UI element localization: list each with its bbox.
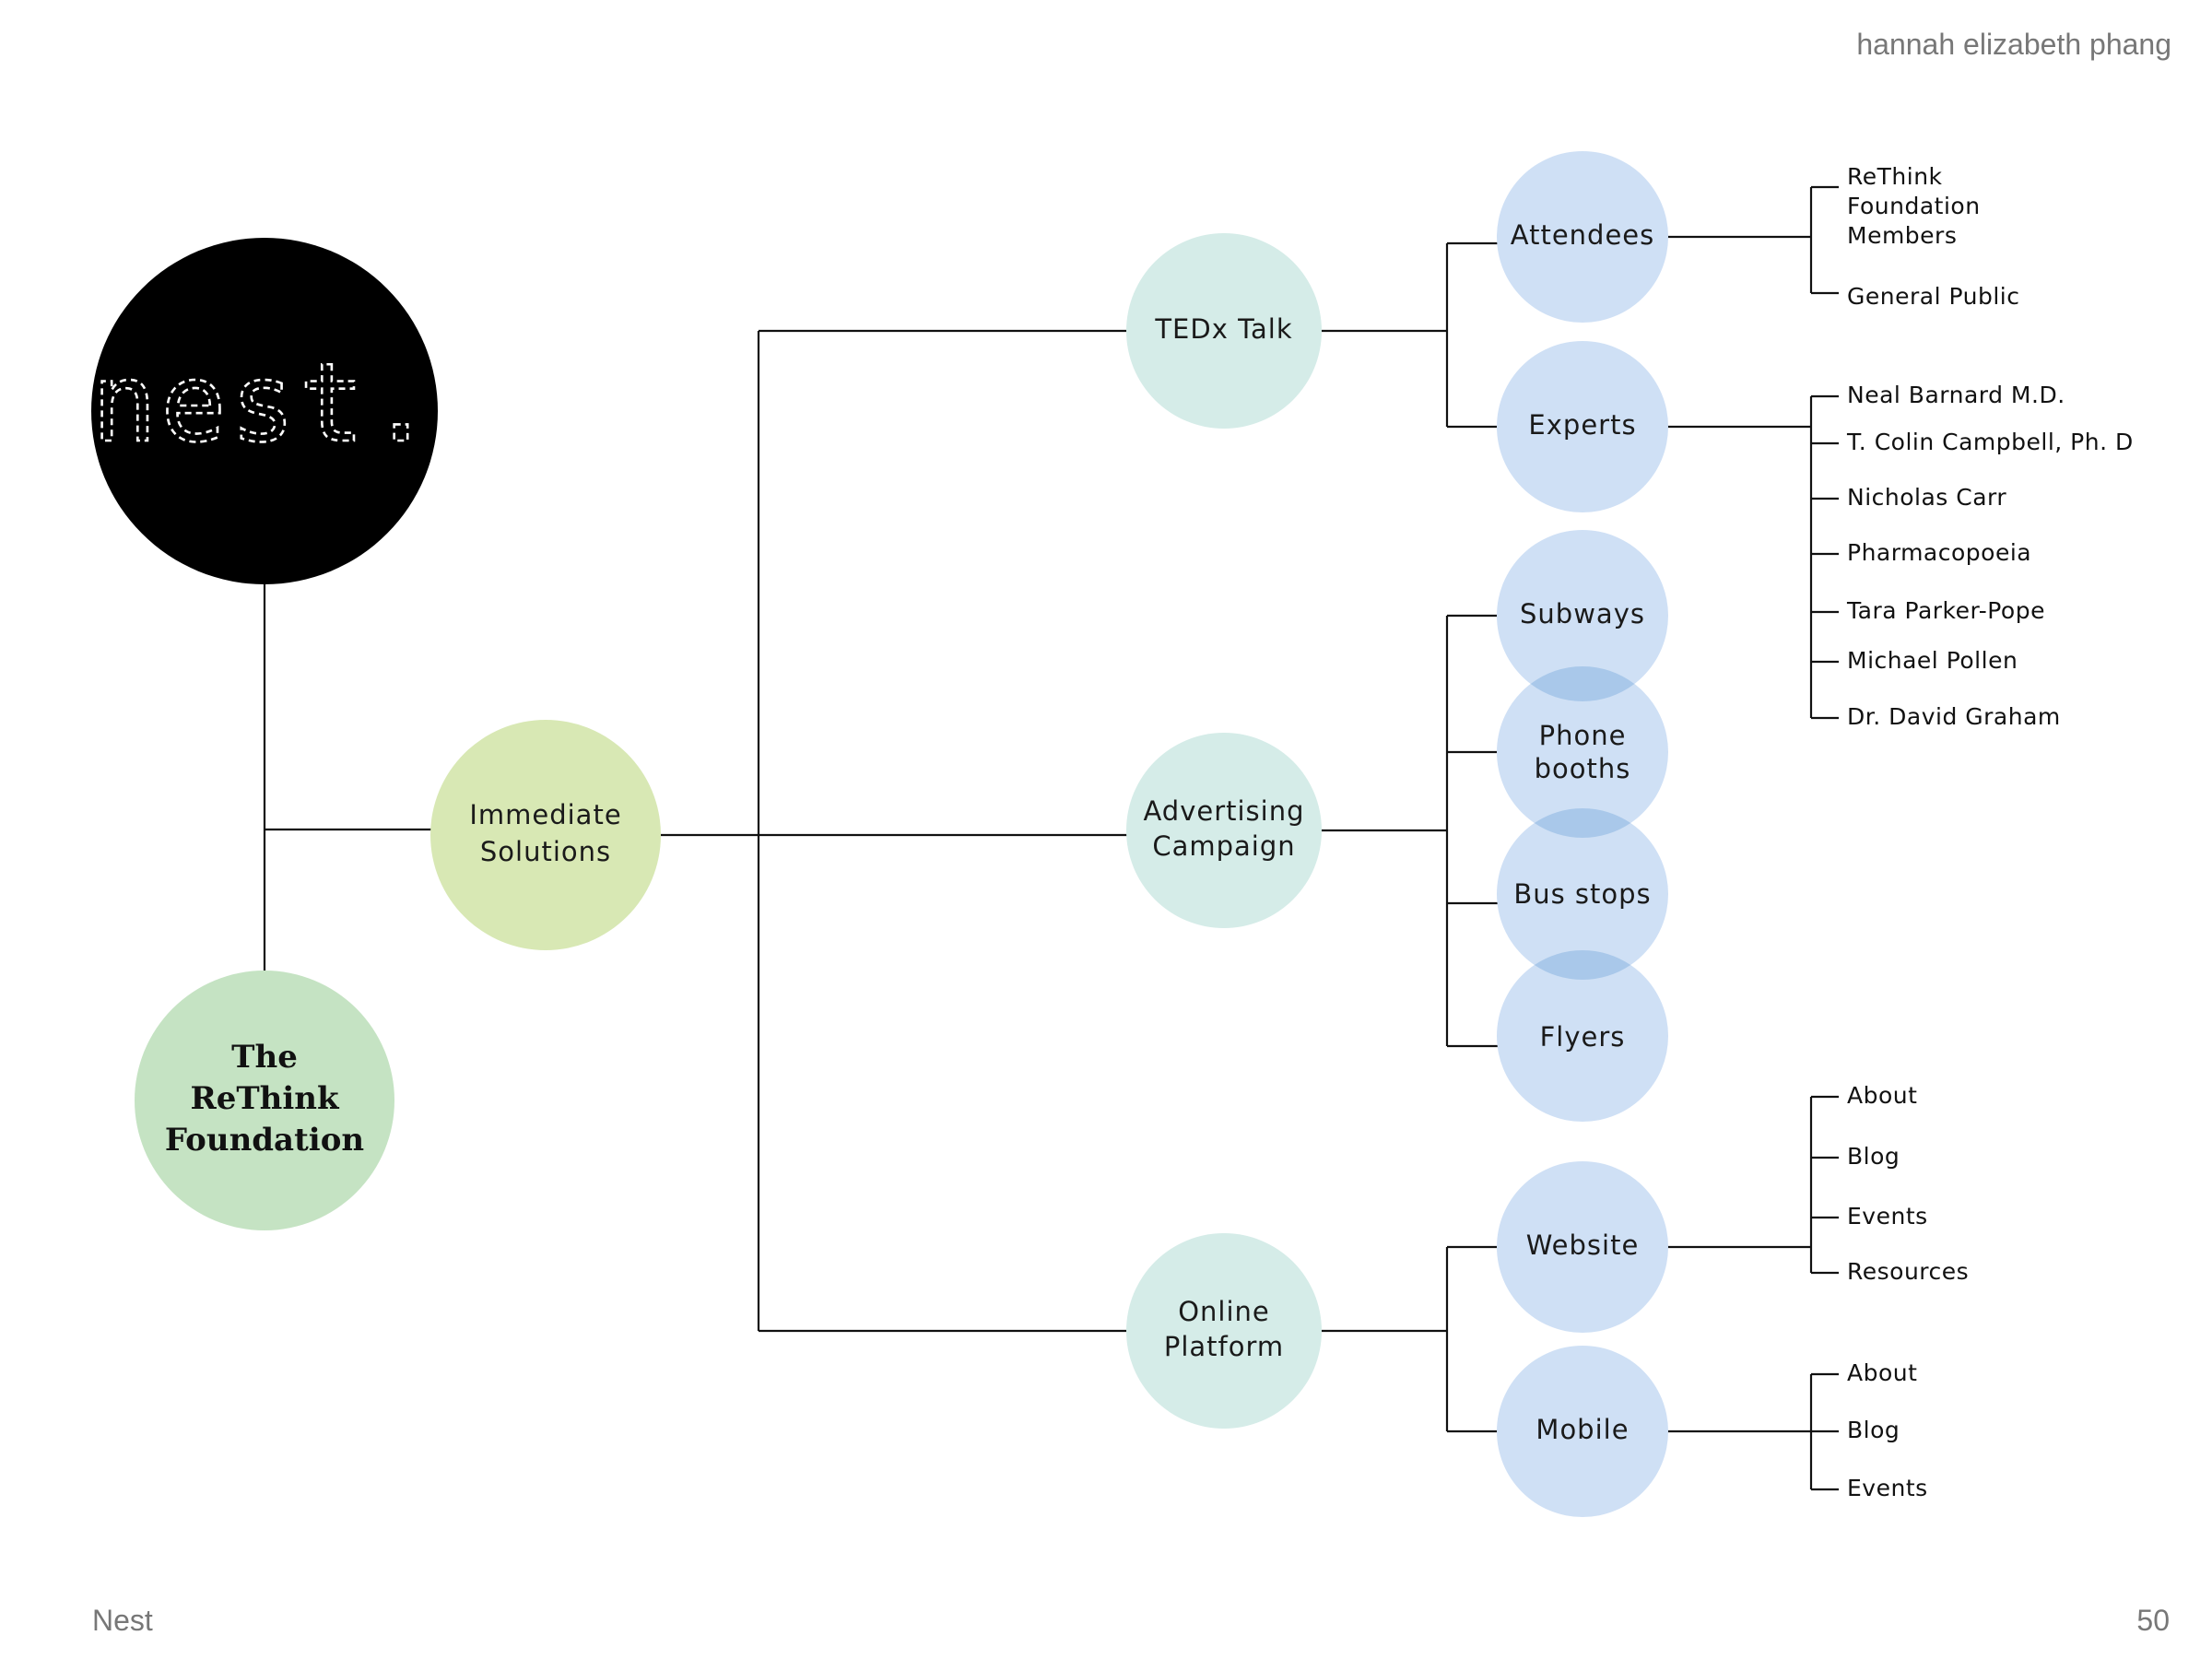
leaf-website-page: Resources	[1847, 1258, 1969, 1285]
mobile-node-circle	[1497, 1346, 1668, 1517]
overlap-areas	[1530, 666, 1635, 980]
advertising-campaign-node-circle	[1126, 733, 1322, 928]
experts-node-circle	[1497, 341, 1668, 512]
subways-node	[1497, 530, 1668, 701]
subways-label: Subways	[1520, 598, 1645, 629]
leaf-general-public: General Public	[1847, 283, 2019, 310]
leaf-expert: Pharmacopoeia	[1847, 539, 2031, 566]
overlap-phone-bus	[1534, 808, 1631, 838]
leaf-expert: T. Colin Campbell, Ph. D	[1846, 429, 2134, 455]
leaf-expert: Tara Parker-Pope	[1846, 597, 2045, 624]
tedx-talk-node: TEDx Talk	[1126, 233, 1322, 429]
flyers-node	[1497, 950, 1668, 1122]
flyers-node-circle	[1497, 950, 1668, 1122]
tedx-talk-node-label: TEDx Talk	[1154, 313, 1292, 345]
mobile-label: Mobile	[1535, 1414, 1629, 1445]
phone-booths-node	[1497, 666, 1668, 838]
author-name: hannah elizabeth phang	[1856, 28, 2171, 61]
leaf-expert: Michael Pollen	[1847, 647, 2018, 674]
footer-project-name: Nest	[92, 1604, 153, 1637]
bus-stops-label: Bus stops	[1513, 878, 1651, 910]
leaf-expert: Dr. David Graham	[1847, 703, 2061, 730]
foundation-node-circle	[135, 971, 394, 1230]
website-node	[1497, 1161, 1668, 1333]
tedx-talk-node-circle	[1126, 233, 1322, 429]
leaf-expert: Neal Barnard M.D.	[1847, 382, 2065, 408]
leaf-mobile-page: About	[1847, 1359, 1917, 1386]
nest-logo: nest.	[90, 238, 438, 584]
leaf-mobile-page: Events	[1847, 1475, 1928, 1501]
bus-stops-node	[1497, 808, 1668, 980]
leaf-website-page: Events	[1847, 1203, 1928, 1230]
attendees-label: Attendees	[1511, 219, 1655, 251]
website-label: Website	[1526, 1230, 1640, 1261]
leaf-website-page: Blog	[1847, 1143, 1900, 1170]
nest-logo-text: nest.	[91, 339, 437, 466]
subways-node-circle	[1497, 530, 1668, 701]
leaf-mobile-page: Blog	[1847, 1417, 1900, 1443]
overlap-bus-flyers	[1534, 950, 1631, 980]
leaf-expert: Nicholas Carr	[1847, 484, 2006, 511]
mobile-node	[1497, 1346, 1668, 1517]
bus-stops-node-circle	[1497, 808, 1668, 980]
connector-lines	[263, 185, 1839, 1491]
immediate-solutions-node-circle	[430, 720, 661, 950]
page-number: 50	[2136, 1604, 2170, 1637]
attendees-node-circle	[1497, 151, 1668, 323]
experts-node	[1497, 341, 1668, 512]
nest-logo-circle	[91, 238, 438, 584]
flyers-label: Flyers	[1540, 1021, 1626, 1053]
website-node-circle	[1497, 1161, 1668, 1333]
phone-booths-node-circle	[1497, 666, 1668, 838]
leaf-website-page: About	[1847, 1082, 1917, 1109]
online-platform-node-circle	[1126, 1233, 1322, 1429]
attendees-node	[1497, 151, 1668, 323]
overlap-subways-phone	[1530, 666, 1635, 702]
experts-label: Experts	[1528, 409, 1636, 441]
